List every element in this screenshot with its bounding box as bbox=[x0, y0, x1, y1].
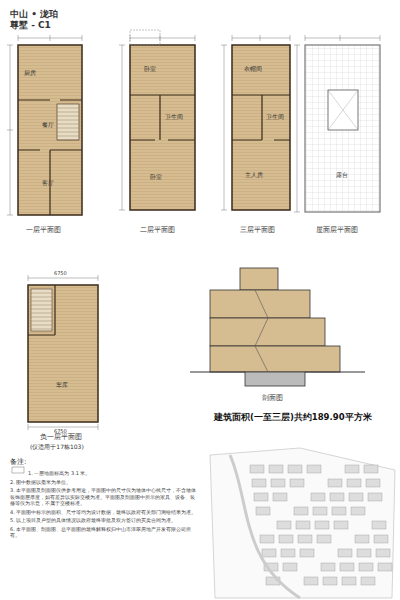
plan-note: (仅适用于17栋103) bbox=[30, 444, 84, 451]
room-label: 卫生间 bbox=[266, 114, 284, 121]
notes-block: 备注: 1. 一层地面标高为 3.1 米。 2. 图中数据以毫米为单位。3. 本平面… bbox=[10, 458, 198, 541]
room-label: 衣帽间 bbox=[244, 66, 262, 73]
room-label: 车库 bbox=[56, 382, 68, 389]
plan-caption: 剖面图 bbox=[262, 394, 283, 402]
room-label: 厨房 bbox=[24, 70, 36, 77]
plan-caption: 三层平面图 bbox=[240, 226, 275, 234]
page-subtitle: 尊墅 - C1 bbox=[10, 20, 51, 30]
room-label: 卫生间 bbox=[165, 114, 183, 121]
note-text: 3. 本平面图及剖面图仅供参考用途，平面图中的尺寸仅为墙体中心线尺寸，不含墙体装… bbox=[10, 487, 198, 507]
dimension-label: 6750 bbox=[54, 271, 67, 277]
note-text: 5. 以上项目及户型的具体情况以政府最终审批及双方签订的买卖合同为准。 bbox=[10, 517, 198, 524]
plan-caption: 屋面层平面图 bbox=[316, 226, 358, 234]
plan-caption: 负一层平面图 bbox=[40, 433, 82, 441]
note-text: 4. 平面图中标示的面积、尺寸等均为设计数据，最终以政府有关部门测绘结果为准。 bbox=[10, 509, 198, 516]
note-text: 1. 一层地面标高为 3.1 米。 bbox=[10, 470, 198, 477]
room-label: 卧室 bbox=[150, 174, 162, 181]
page-title: 中山 • 泷珀 bbox=[10, 8, 58, 21]
room-label: 客厅 bbox=[42, 180, 54, 187]
dimension-label: 6750 bbox=[54, 429, 67, 435]
note-text: 2. 图中数据以毫米为单位。 bbox=[10, 479, 198, 486]
note-text: 6. 本平面图、剖面图、总平面图的最终解释权归中山市泽翠房地产开发有限公司所有。 bbox=[10, 526, 198, 539]
room-label: 露台 bbox=[336, 172, 348, 179]
plan-caption: 一层平面图 bbox=[26, 226, 61, 234]
plan-caption: 二层平面图 bbox=[140, 226, 175, 234]
room-label: 餐厅 bbox=[42, 122, 54, 129]
area-statement: 建筑面积(一至三层)共约189.90平方米 bbox=[214, 413, 372, 423]
room-label: 卧室 bbox=[144, 66, 156, 73]
room-label: 主人房 bbox=[245, 172, 263, 179]
note-text: 备注: bbox=[10, 458, 198, 467]
